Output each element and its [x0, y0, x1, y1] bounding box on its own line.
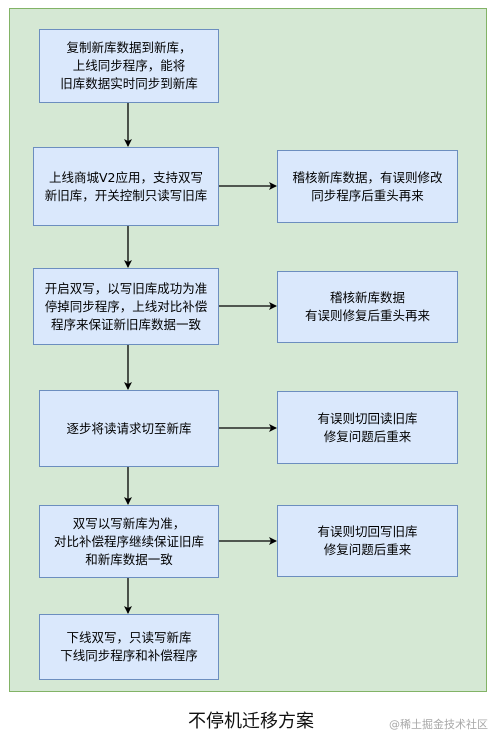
step-4-switch-reads: 逐步将读请求切至新库 — [39, 390, 219, 467]
step-3-enable-dual-write: 开启双写，以写旧库成功为准 停掉同步程序，上线对比补偿 程序来保证新旧库数据一致 — [33, 268, 219, 345]
note-1-audit-and-retry: 稽核新库数据，有误则修改 同步程序后重头再来 — [277, 150, 458, 223]
note-4-rollback-writes: 有误则切回写旧库 修复问题后重来 — [277, 505, 458, 577]
watermark: @稀土掘金技术社区 — [389, 718, 488, 731]
note-2-audit-and-retry: 稽核新库数据 有误则修复后重头再来 — [277, 271, 458, 343]
note-3-rollback-reads: 有误则切回读旧库 修复问题后重来 — [277, 391, 458, 464]
diagram-background — [9, 8, 487, 692]
step-2-deploy-v2-dual-write: 上线商城V2应用，支持双写 新旧库，开关控制只读写旧库 — [33, 147, 219, 226]
step-6-offline-dual-write: 下线双写，只读写新库 下线同步程序和补偿程序 — [39, 614, 219, 680]
diagram-caption: 不停机迁移方案 — [188, 711, 314, 732]
step-5-new-db-primary: 双写以写新库为准， 对比补偿程序继续保证旧库 和新库数据一致 — [39, 505, 219, 578]
step-1-copy-and-sync: 复制新库数据到新库， 上线同步程序，能将 旧库数据实时同步到新库 — [39, 29, 219, 103]
